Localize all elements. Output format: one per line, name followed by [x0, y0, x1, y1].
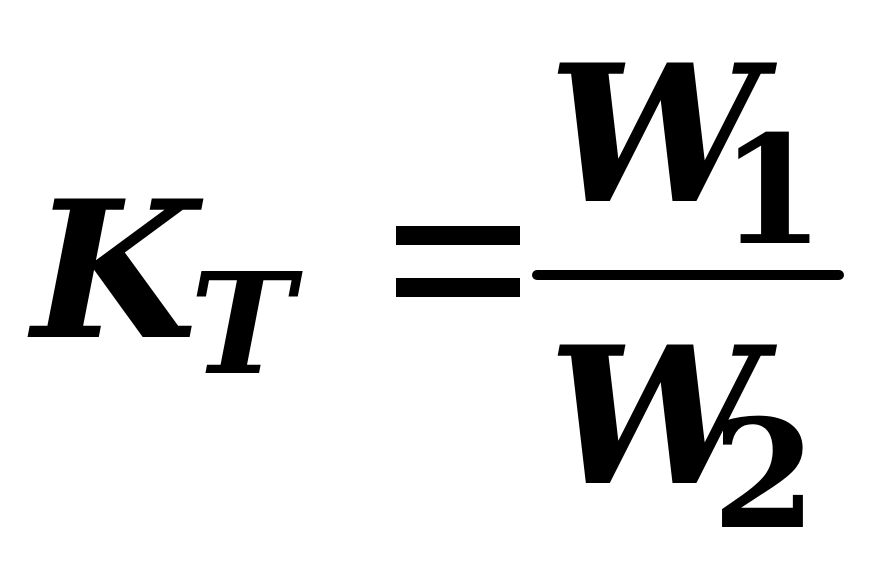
- fraction-bar: [532, 270, 844, 280]
- numerator-symbol: W: [548, 23, 762, 246]
- formula-lhs-symbol: K: [32, 159, 198, 382]
- equals-sign-bottom-bar: [396, 278, 520, 297]
- denominator-subscript: 2: [712, 387, 817, 563]
- equals-sign-top-bar: [396, 226, 520, 245]
- numerator-subscript: 1: [720, 103, 825, 279]
- equals-sign: [396, 226, 520, 298]
- denominator-symbol: W: [548, 305, 762, 528]
- formula-lhs-subscript: T: [190, 243, 295, 407]
